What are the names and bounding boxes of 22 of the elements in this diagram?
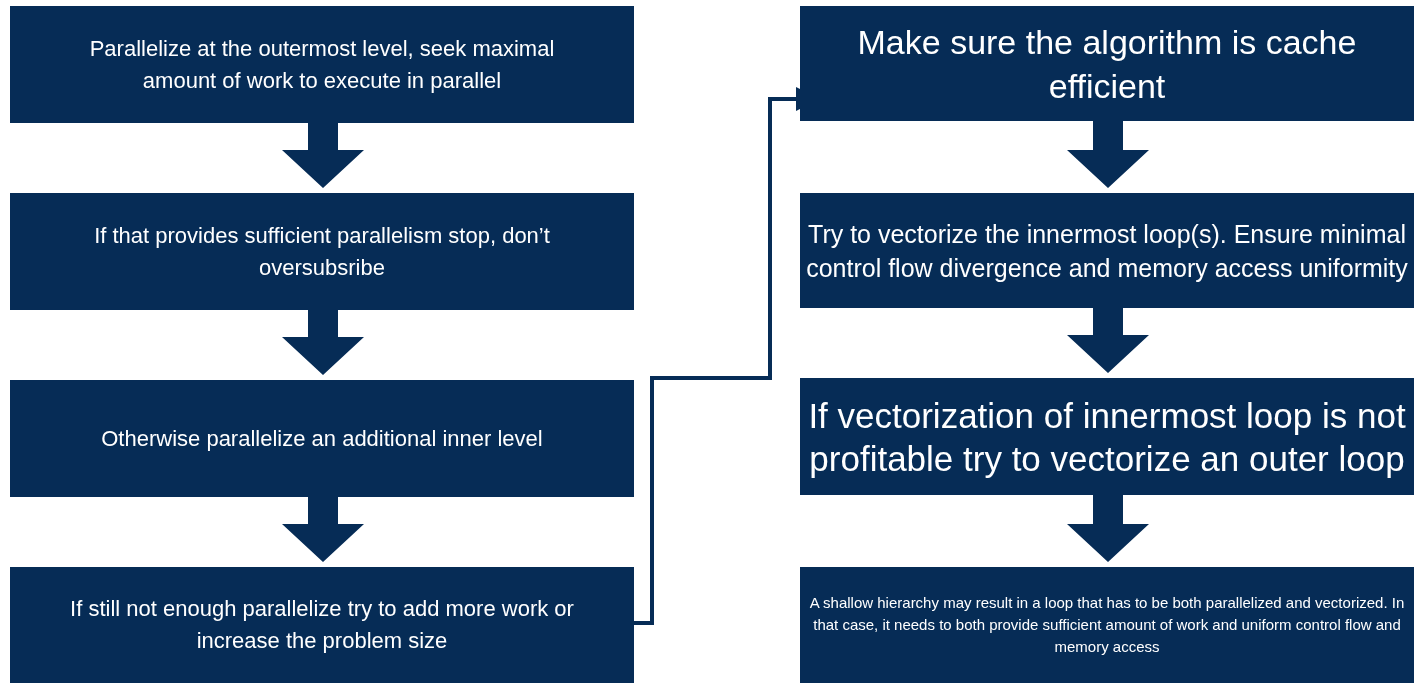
- step-text: Make sure the algorithm is cache efficient: [856, 21, 1358, 107]
- block-arrow: [282, 123, 364, 188]
- step-text: Try to vectorize the innermost loop(s). Ensure minimal control flow divergence and memory access uniformity: [805, 218, 1409, 284]
- process-box: [10, 193, 634, 310]
- block-arrow: [282, 310, 364, 375]
- block-arrow: [1067, 308, 1149, 373]
- step-text: Otherwise parallelize an additional inner level: [101, 424, 543, 453]
- step-text: If vectorization of innermost loop is not profitable try to vectorize an outer loop: [807, 394, 1407, 480]
- process-box: [10, 6, 634, 123]
- step-text: If still not enough parallelize try to add more work or increase the problem size: [69, 595, 575, 655]
- process-box: [10, 567, 634, 683]
- process-box: [800, 193, 1414, 308]
- step-text: A shallow hierarchy may result in a loop that has to be both parallelized and vectorized. In that case, it needs to both provide sufficient amount of work and uniform control flow and memory access: [808, 593, 1406, 657]
- block-arrow: [1067, 121, 1149, 188]
- process-box: [800, 567, 1414, 683]
- process-box: [800, 378, 1414, 495]
- step-text: If that provides sufficient parallelism stop, don’t oversubsribe: [93, 221, 551, 282]
- process-box: [10, 380, 634, 497]
- block-arrow: [282, 497, 364, 562]
- step-text: Parallelize at the outermost level, seek maximal amount of work to execute in parallel: [88, 34, 556, 95]
- block-arrow: [1067, 495, 1149, 562]
- process-box: [800, 6, 1414, 121]
